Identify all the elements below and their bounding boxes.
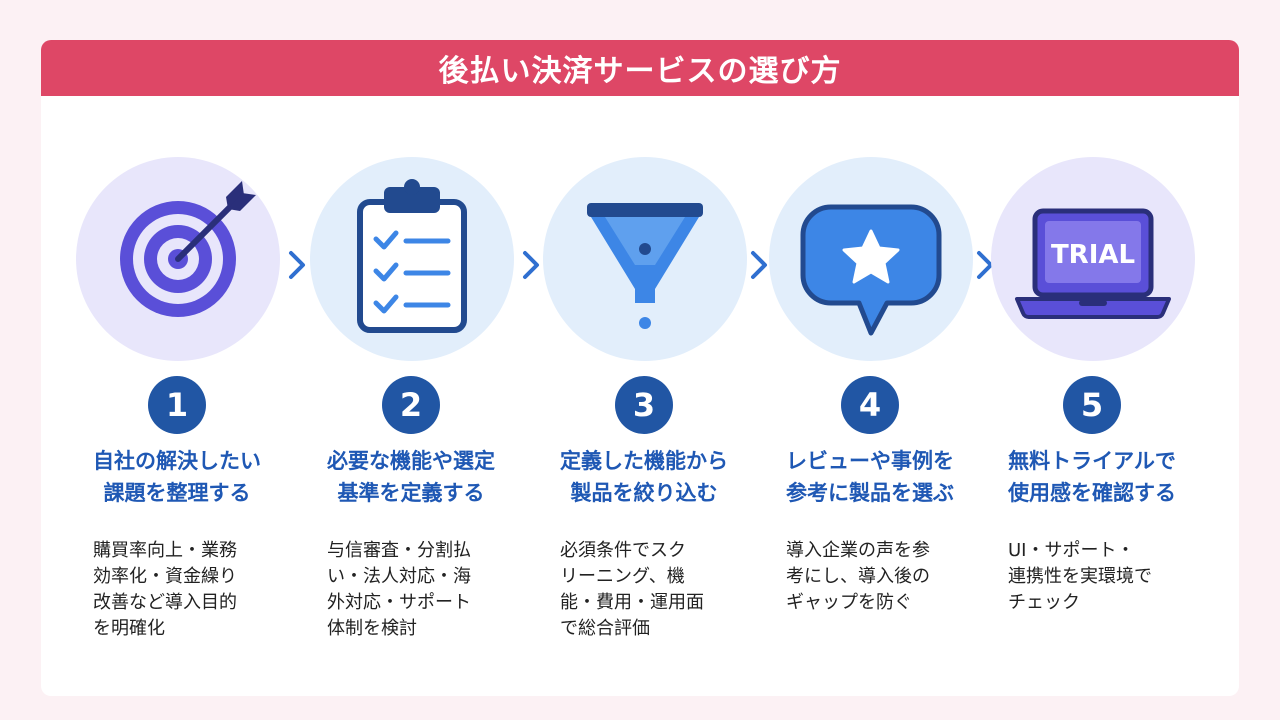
- target-icon: [120, 181, 256, 317]
- step-4-description: 導入企業の声を参 考にし、導入後の ギャップを防ぐ: [786, 540, 930, 613]
- step-1-icon-circle: [76, 157, 280, 361]
- step-1: 1 自社の解決したい 課題を整理する 購買率向上・業務 効率化・資金繰り 改善な…: [41, 40, 280, 696]
- card: 後払い決済サービスの選び方 1 自社の解決したい 課題を整理する 購買率向上・業…: [41, 40, 1239, 696]
- step-3-icon-circle: [543, 157, 747, 361]
- laptop-trial-icon: TRIAL: [1015, 208, 1171, 319]
- step-3-title: 定義した機能から 製品を絞り込む: [560, 449, 728, 505]
- step-1-title: 自社の解決したい 課題を整理する: [93, 449, 261, 505]
- step-3: 3 定義した機能から 製品を絞り込む 必須条件でスク リーニング、機 能・費用・…: [508, 40, 747, 696]
- step-5-number: 5: [1063, 376, 1121, 434]
- funnel-icon: [587, 203, 703, 329]
- step-2: 2 必要な機能や選定 基準を定義する 与信審査・分割払 い・法人対応・海 外対応…: [275, 40, 514, 696]
- step-2-icon-circle: [310, 157, 514, 361]
- step-2-title: 必要な機能や選定 基準を定義する: [327, 449, 495, 505]
- step-5-description: UI・サポート・ 連携性を実環境で チェック: [1008, 540, 1152, 613]
- trial-label: TRIAL: [1051, 240, 1135, 270]
- star-chat-bubble-icon: [800, 204, 942, 336]
- step-1-description: 購買率向上・業務 効率化・資金繰り 改善など導入目的 を明確化: [93, 540, 237, 639]
- step-5-icon-circle: TRIAL: [991, 157, 1195, 361]
- clipboard-checklist-icon: [357, 179, 467, 333]
- chevron-right-icon: [751, 251, 767, 279]
- step-1-number: 1: [148, 376, 206, 434]
- step-4-number: 4: [841, 376, 899, 434]
- step-5-title: 無料トライアルで 使用感を確認する: [1008, 449, 1176, 505]
- header-bar: 後払い決済サービスの選び方: [41, 40, 1239, 96]
- step-3-number: 3: [615, 376, 673, 434]
- step-3-description: 必須条件でスク リーニング、機 能・費用・運用面 で総合評価: [560, 540, 704, 639]
- step-2-description: 与信審査・分割払 い・法人対応・海 外対応・サポート 体制を検討: [327, 540, 471, 639]
- step-4: 4 レビューや事例を 参考に製品を選ぶ 導入企業の声を参 考にし、導入後の ギャ…: [734, 40, 973, 696]
- step-2-number: 2: [382, 376, 440, 434]
- step-4-icon-circle: [769, 157, 973, 361]
- step-5: TRIAL 5 無料トライアルで 使用感を確認する UI・サポート・ 連携性を実…: [956, 40, 1195, 696]
- chevron-right-icon: [289, 251, 305, 279]
- page-title: 後払い決済サービスの選び方: [438, 54, 842, 89]
- chevron-right-icon: [523, 251, 539, 279]
- step-4-title: レビューや事例を 参考に製品を選ぶ: [786, 449, 954, 505]
